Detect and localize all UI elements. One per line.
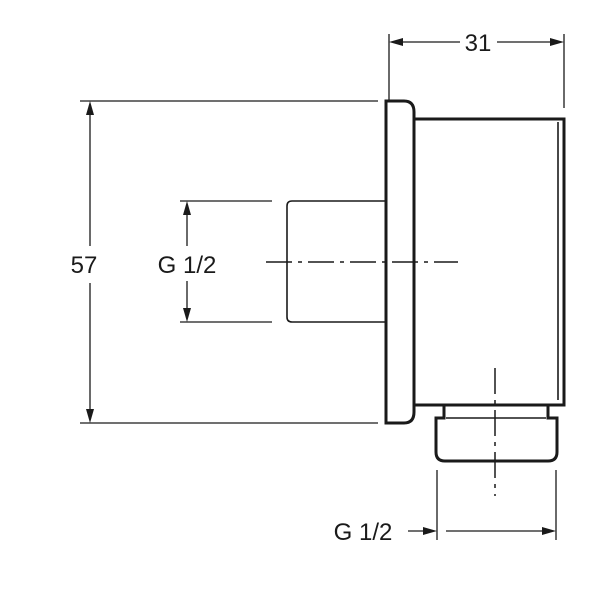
housing [414,117,566,407]
height-dimension-label: 57 [71,252,98,279]
outlet-thread-dimension: G 1/2 [334,470,557,546]
outlet-thread-label: G 1/2 [334,519,393,546]
width-dimension-label: 31 [465,30,492,57]
inlet-thread-dimension: G 1/2 [158,200,272,323]
inlet-thread-label: G 1/2 [158,252,217,279]
height-dimension: 57 [71,100,378,424]
wall-outlet-body [286,99,566,463]
outlet-nut [434,405,559,463]
width-dimension: 31 [388,30,565,108]
flange-plate [384,99,416,425]
